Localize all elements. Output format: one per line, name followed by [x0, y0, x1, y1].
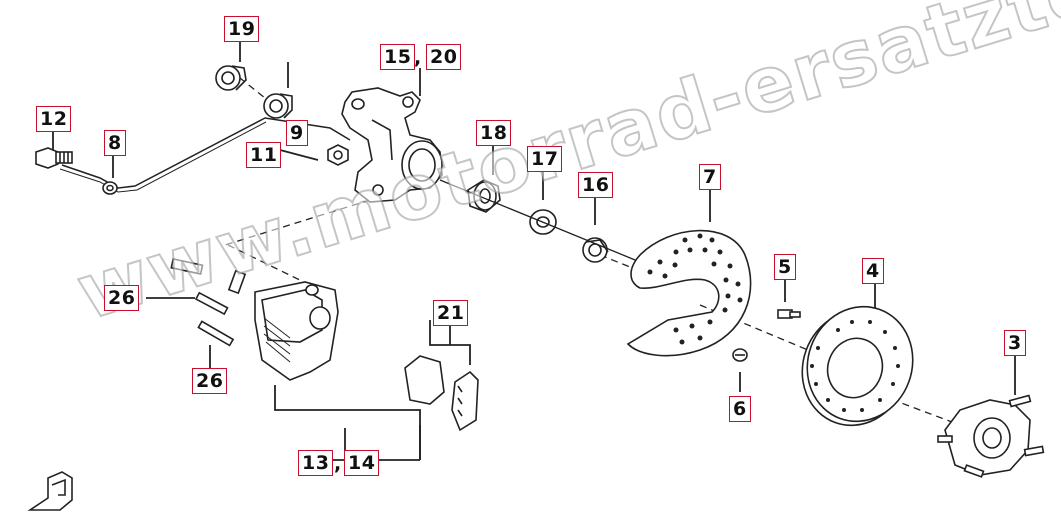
axle-line — [439, 179, 641, 263]
callout-13: 13 — [298, 450, 334, 476]
upper-bearing — [263, 93, 293, 119]
callout-26-upper: 26 — [104, 285, 140, 311]
callout-11: 11 — [246, 142, 282, 168]
callout-21: 21 — [433, 300, 469, 326]
callout-separator: , — [334, 453, 342, 475]
crush-washer — [102, 181, 118, 195]
callout-26-lower: 26 — [192, 368, 228, 394]
callout-9: 9 — [286, 120, 308, 146]
callout-14: 14 — [344, 450, 380, 476]
callout-5: 5 — [774, 254, 796, 280]
callout-20: 20 — [426, 44, 462, 70]
callout-12: 12 — [36, 106, 72, 132]
callout-3: 3 — [1004, 330, 1026, 356]
callout-16: 16 — [578, 172, 614, 198]
brake-pads — [404, 355, 479, 432]
lock-nut — [327, 144, 349, 166]
callout-6: 6 — [729, 396, 751, 422]
brake-hose — [61, 117, 351, 189]
callout-separator: , — [414, 47, 422, 69]
callout-18: 18 — [476, 120, 512, 146]
banjo-bolt — [35, 147, 73, 169]
callout-4: 4 — [862, 258, 884, 284]
brake-hose-inner — [59, 121, 267, 193]
callout-7: 7 — [699, 164, 721, 190]
shield-screw — [777, 309, 801, 319]
brake-disc — [801, 305, 914, 427]
wheel-bearing-18 — [467, 179, 501, 213]
brake-caliper — [254, 281, 339, 381]
callout-17: 17 — [527, 146, 563, 172]
callout-15: 15 — [380, 44, 416, 70]
steering-knuckle — [341, 87, 443, 203]
callout-19: 19 — [224, 16, 260, 42]
wheel-hub — [937, 394, 1045, 478]
caliper-bolts — [170, 258, 247, 347]
callout-8: 8 — [104, 130, 126, 156]
assembly-axis-lines — [224, 69, 961, 426]
bracket-fragment — [27, 471, 73, 511]
leader-lines — [52, 42, 1016, 461]
dust-seal — [215, 65, 247, 91]
disc-screw — [732, 348, 748, 362]
wheel-bearing-16 — [582, 237, 609, 263]
disc-shield — [626, 229, 752, 357]
